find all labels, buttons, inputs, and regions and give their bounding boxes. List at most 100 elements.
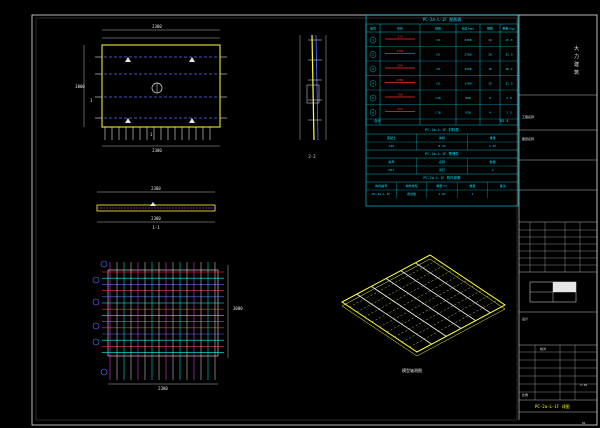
sub-header-cell: 数量 bbox=[469, 183, 475, 188]
row-len: 620 bbox=[465, 111, 471, 115]
row-id: 2 bbox=[372, 53, 374, 57]
sub-value-cell: 0.43 bbox=[438, 144, 445, 148]
row-shape-dim: 200 bbox=[397, 64, 402, 68]
row-wt: 1.5 bbox=[506, 111, 512, 115]
scale-value: 1:25 bbox=[580, 383, 587, 387]
plan-section-mark-left: 1 bbox=[90, 98, 93, 103]
row-qty: 8 bbox=[489, 96, 491, 100]
iso-rebar-line bbox=[371, 274, 461, 323]
row-wt: 21.9 bbox=[505, 82, 512, 86]
row-wt: 15.0 bbox=[505, 38, 512, 42]
row-qty: 4 bbox=[489, 111, 491, 115]
row-qty: 20 bbox=[488, 82, 492, 86]
section-2-2-label: 2-2 bbox=[308, 154, 316, 159]
sub-value-cell: 1.07 bbox=[438, 192, 445, 196]
title-block-signature-grid bbox=[519, 222, 597, 272]
drawing-inner-border bbox=[35, 17, 518, 421]
sub3-title: PC-2a-L-1F 构件参数 bbox=[423, 175, 461, 180]
sub-value-cell: C30 bbox=[389, 144, 395, 148]
row-qty: 16 bbox=[488, 38, 492, 42]
lifting-point-marks bbox=[125, 57, 195, 123]
iso-rebar-line bbox=[379, 279, 468, 328]
row-wt: 21.9 bbox=[505, 53, 512, 57]
drawing-label: 图纸名称 bbox=[522, 136, 534, 141]
table-header-cell: 规格 bbox=[435, 26, 441, 31]
rebar-schedule-table: PC-2a-L-1F 配筋表 编号形状规格长度(mm)根数重量(kg) 1270… bbox=[365, 14, 519, 207]
plan-side-ticks bbox=[95, 56, 227, 119]
iso-rebar-line bbox=[394, 289, 483, 338]
rebar-right-dim: 3000 bbox=[233, 306, 243, 311]
row-len: 800 bbox=[465, 96, 471, 100]
rebar-vertical-bars bbox=[109, 262, 216, 380]
rebar-label-bubbles bbox=[92, 260, 108, 376]
sub-value-cell: MJ1 bbox=[389, 168, 395, 172]
iso-rebar-line bbox=[386, 284, 476, 333]
iso-rebar-line bbox=[409, 299, 498, 348]
row-id: 5 bbox=[372, 96, 374, 100]
plan-left-dim: 3000 bbox=[75, 84, 85, 89]
row-len: 2780 bbox=[464, 82, 471, 86]
plan-top-dim: 2380 bbox=[152, 24, 162, 29]
table-header-cell: 形状 bbox=[397, 26, 403, 31]
sub2-title: PC-2a-L-1F 预埋件 bbox=[425, 151, 459, 156]
scale-label: 比例 bbox=[522, 392, 528, 397]
row-spec: C8 bbox=[436, 38, 440, 42]
table-total-value: 84.4 bbox=[500, 119, 508, 123]
row-len: 2780 bbox=[464, 53, 471, 57]
row-wt: 20.2 bbox=[505, 67, 512, 71]
row-qty: 16 bbox=[488, 67, 492, 71]
sub-value-cell: PC-2a-L-1F bbox=[372, 192, 390, 196]
row-wt: 3.9 bbox=[506, 96, 512, 100]
sub-header-cell: 名称 bbox=[439, 159, 445, 164]
section-1-1-view: 2380 2380 1-1 bbox=[96, 186, 216, 230]
iso-caption: 模型轴测图 bbox=[402, 367, 422, 373]
sub-value-cell: 吊钉 bbox=[439, 167, 445, 172]
row-spec: C10 bbox=[435, 96, 441, 100]
plan-rebar-lines bbox=[104, 56, 218, 119]
iso-rebar-line bbox=[401, 294, 491, 343]
table-header-row: 编号形状规格长度(mm)根数重量(kg) bbox=[365, 24, 519, 125]
rebar-layout-view: 3000 2380 bbox=[92, 260, 243, 391]
rebar-bottom-dim: 2380 bbox=[158, 386, 168, 391]
table-title: PC-2a-L-1F 配筋表 bbox=[423, 16, 462, 22]
table-total-row: 合计 84.4 bbox=[366, 118, 518, 126]
iso-truss-bar bbox=[415, 262, 491, 314]
sub-value-cell: 4 bbox=[492, 168, 494, 172]
page-number: 01 bbox=[582, 421, 586, 425]
sub-header-cell: 构件编号 bbox=[375, 183, 387, 188]
row-spec: C8 bbox=[436, 82, 440, 86]
sub-header-cell: 混凝土 bbox=[387, 135, 396, 140]
row-shape-dim: 780 bbox=[397, 93, 402, 97]
drawing-border bbox=[31, 14, 598, 426]
row-id: 6 bbox=[372, 111, 374, 115]
iso-rebar-line bbox=[356, 264, 446, 313]
iso-rebar-line bbox=[364, 269, 453, 318]
table-total-label: 合计 bbox=[374, 118, 382, 123]
sub-header-cell: 数量 bbox=[490, 159, 496, 164]
sub-header-cell: 编号 bbox=[388, 159, 394, 164]
sub-header-cell: 重量(t) bbox=[436, 183, 448, 188]
title-block-bottom-rows bbox=[519, 345, 597, 400]
row-id: 3 bbox=[372, 67, 374, 71]
row-shape-dim: 2380 bbox=[397, 78, 404, 82]
sub-header-cell: 备注 bbox=[500, 183, 506, 188]
sub1-title: PC-2a-L-1F 材料表 bbox=[425, 127, 459, 132]
table-header-cell: 编号 bbox=[370, 26, 376, 31]
company-name: 大 力 建 筑 bbox=[573, 45, 579, 76]
isometric-view: 模型轴测图 bbox=[341, 254, 506, 373]
sub-value-cell: 叠合板 bbox=[407, 191, 416, 196]
row-id: 1 bbox=[372, 38, 374, 42]
row-shape-dim: 270 bbox=[397, 35, 402, 39]
plan-view: 2380 2380 3000 1 1 bbox=[75, 24, 227, 153]
table-header-cell: 重量(kg) bbox=[502, 26, 515, 31]
section-1-1-top-dim: 2380 bbox=[151, 186, 161, 191]
section-1-1-label: 1-1 bbox=[152, 225, 160, 230]
rebar-horizontal-bars bbox=[102, 271, 224, 353]
